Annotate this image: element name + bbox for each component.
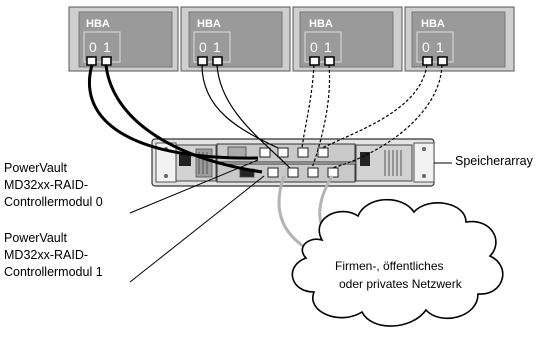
controller0-port [277, 147, 289, 158]
port-0-label: 0 [310, 39, 318, 55]
cables-host-4 [321, 64, 443, 169]
hba-card [411, 11, 506, 68]
port-1-label: 1 [213, 39, 221, 55]
controller1-port [287, 167, 299, 178]
port-1-label: 1 [436, 39, 444, 55]
port-group [416, 31, 454, 63]
port-group [193, 31, 231, 63]
hba-port-1 [212, 56, 223, 66]
cables-host-2 [201, 64, 291, 169]
network-label-line1: Firmen-, öffentliches [335, 259, 444, 273]
hba-label: HBA [421, 18, 445, 30]
hba-label: HBA [197, 18, 221, 30]
port-group [304, 31, 342, 63]
hba-label: HBA [86, 18, 110, 30]
port-0-label: 0 [89, 39, 97, 55]
controller1-line3: Controllermodul 1 [4, 265, 103, 279]
controller0-port [297, 147, 309, 158]
storage-array-label: Speicherarray [455, 154, 533, 168]
hba-label: HBA [309, 18, 333, 30]
cables-host-3 [301, 64, 331, 169]
hba-port-0 [422, 56, 433, 66]
storage-array [151, 138, 435, 187]
controller0-port [259, 147, 271, 158]
controller0-port [317, 147, 329, 158]
hba-port-1 [324, 56, 335, 66]
leader-controller-1 [129, 175, 265, 283]
controller0-line3: Controllermodul 0 [4, 195, 103, 209]
controller1-port [327, 167, 339, 178]
hba-port-0 [309, 56, 320, 66]
host-2: HBA 0 1 [180, 6, 291, 72]
controller0-line2: MD32xx-RAID- [4, 178, 89, 192]
hba-port-0 [86, 56, 97, 66]
controller1-port [267, 167, 279, 178]
port-1-label: 1 [103, 39, 111, 55]
cables-host-1 [87, 64, 263, 174]
hba-port-0 [197, 56, 208, 66]
port-0-label: 0 [199, 39, 207, 55]
hba-port-1 [437, 56, 448, 66]
host-4: HBA 0 1 [404, 6, 515, 72]
leader-controller-0 [129, 159, 259, 214]
port-1-label: 1 [324, 39, 332, 55]
port-0-label: 0 [422, 39, 430, 55]
host-3: HBA 0 1 [292, 6, 403, 72]
controller1-line1: PowerVault [4, 231, 67, 245]
network-label-line2: oder privates Netzwerk [339, 277, 463, 291]
controller1-port [307, 167, 319, 178]
controller1-line2: MD32xx-RAID- [4, 248, 89, 262]
network-cloud [291, 198, 504, 327]
host-1: HBA 0 1 [68, 6, 179, 72]
controller0-line1: PowerVault [4, 161, 67, 175]
hba-port-1 [101, 56, 112, 66]
